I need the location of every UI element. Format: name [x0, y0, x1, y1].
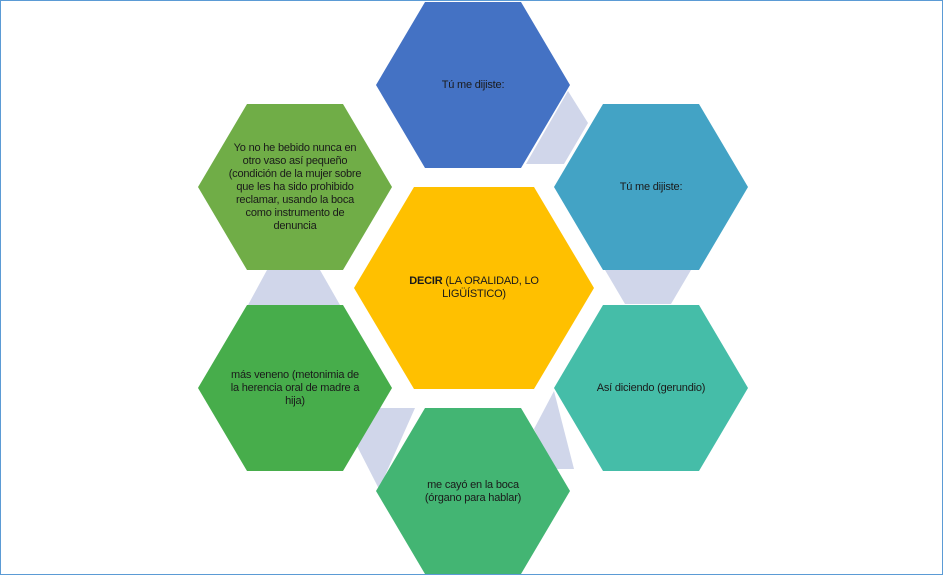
top-label-text: Tú me dijiste:	[441, 78, 505, 91]
bottom-label: me cayó en la boca (órgano para hablar)	[415, 475, 531, 509]
upper-right-hexagon	[554, 104, 748, 270]
lower-left-label-text: más veneno (metonimia de la herencia ora…	[230, 368, 360, 407]
center-label-rest: (LA ORALIDAD, LO LIGÜÍSTICO)	[442, 275, 539, 300]
connector-upper-right-lower-right	[605, 270, 691, 304]
upper-left-label: Yo no he bebido nunca en otro vaso así p…	[227, 139, 363, 235]
connector-top-upper-right	[526, 91, 588, 164]
upper-right-label: Tú me dijiste:	[589, 173, 713, 201]
upper-left-hexagon	[198, 104, 392, 270]
connector-lower-left-upper-left	[248, 270, 340, 305]
connector-lower-right-bottom	[534, 391, 574, 469]
lower-right-hexagon	[554, 305, 748, 471]
top-hexagon	[376, 2, 570, 168]
connector-bottom-lower-left	[357, 408, 415, 489]
center-hexagon	[354, 187, 594, 389]
bottom-hexagon	[376, 408, 570, 574]
upper-right-label-text: Tú me dijiste:	[619, 180, 683, 193]
lower-right-label-text: Así diciendo (gerundio)	[596, 381, 706, 394]
lower-left-label: más veneno (metonimia de la herencia ora…	[228, 366, 362, 410]
center-label-bold: DECIR	[409, 275, 443, 287]
top-label: Tú me dijiste:	[411, 71, 535, 99]
center-label: DECIR (LA ORALIDAD, LO LIGÜÍSTICO)	[399, 263, 549, 313]
lower-left-hexagon	[198, 305, 392, 471]
lower-right-label: Así diciendo (gerundio)	[581, 374, 721, 402]
upper-left-label-text: Yo no he bebido nunca en otro vaso así p…	[228, 141, 362, 232]
bottom-label-text: me cayó en la boca (órgano para hablar)	[424, 479, 522, 504]
